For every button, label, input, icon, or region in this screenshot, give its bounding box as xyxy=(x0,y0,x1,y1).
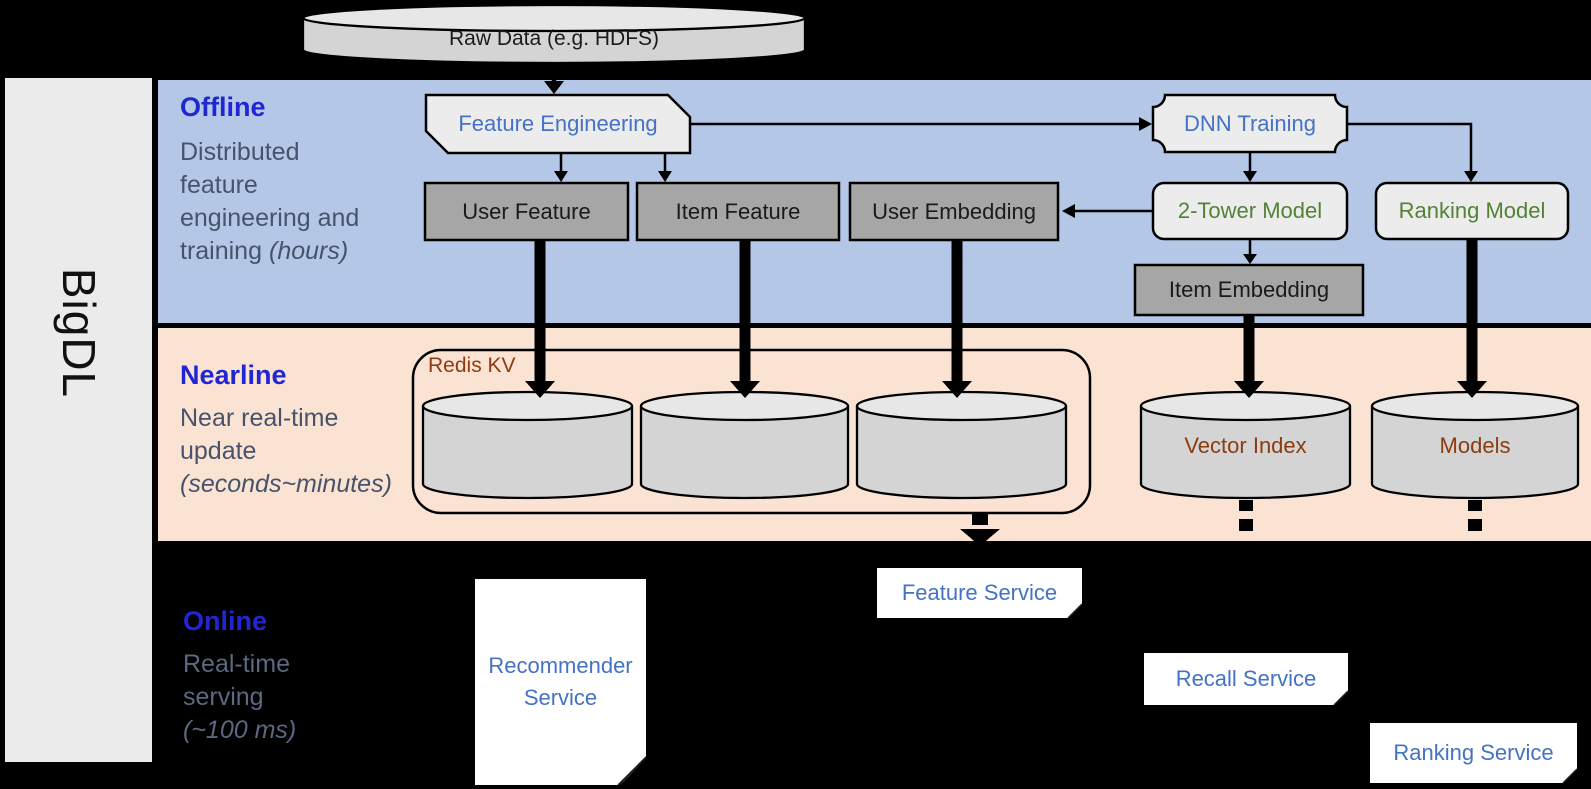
nearline-section-title: Nearline xyxy=(180,360,287,390)
redis-cylinder-1 xyxy=(421,390,634,500)
arrow-twotower-to-userembedding xyxy=(1062,204,1152,218)
online-section-desc: Real-time serving (~100 ms) xyxy=(183,650,297,744)
dnn-training-label: DNN Training xyxy=(1183,110,1317,136)
arrow-rawdata-to-fe xyxy=(544,62,564,94)
ranking-model-label: Ranking Model xyxy=(1398,198,1546,223)
user-embedding-shape xyxy=(848,181,1060,242)
recall-service-shape xyxy=(1144,653,1349,706)
user-feature-shape xyxy=(423,181,630,242)
models-label: Models xyxy=(1439,433,1511,458)
arrow-twotower-to-itemembedding xyxy=(1243,240,1257,264)
raw-data-label: Raw Data (e.g. HDFS) xyxy=(448,27,660,50)
redis-cylinder-2 xyxy=(639,390,850,500)
ranking-service-label: Ranking Service xyxy=(1393,740,1554,765)
arrow-fe-to-itemfeature xyxy=(658,154,672,182)
models-cylinder xyxy=(1370,390,1580,500)
redis-kv-label: Redis KV xyxy=(428,354,516,377)
item-embedding-shape xyxy=(1133,263,1365,317)
arrow-fe-to-userfeature xyxy=(554,154,568,182)
dnn-training-shape xyxy=(1151,93,1349,154)
offline-section-desc: Distributed feature engineering and trai… xyxy=(180,138,360,265)
recommender-service-label: Recommender Service xyxy=(488,653,633,710)
user-feature-label: User Feature xyxy=(462,198,591,224)
feature-engineering-label: Feature Engineering xyxy=(458,111,658,136)
recall-service-label: Recall Service xyxy=(1175,666,1317,691)
ranking-model-shape xyxy=(1374,181,1570,241)
arrow-itemembedding-to-vectorindex xyxy=(1234,316,1264,398)
dashed-line-vectorindex-down xyxy=(1239,500,1253,531)
user-embedding-label: User Embedding xyxy=(872,198,1036,224)
vector-index-label: Vector Index xyxy=(1184,433,1307,458)
feature-service-shape xyxy=(877,568,1083,619)
redis-cylinder-3 xyxy=(855,390,1068,500)
vector-index-cylinder xyxy=(1139,390,1352,500)
nearline-section-desc: Near real-time update (seconds~minutes) xyxy=(180,404,392,498)
arrow-userembedding-to-redis xyxy=(942,241,972,398)
arrow-fe-to-dnn xyxy=(690,117,1152,131)
item-embedding-label: Item Embedding xyxy=(1168,277,1330,302)
item-feature-shape xyxy=(635,181,841,242)
dashed-line-models-down xyxy=(1468,500,1482,531)
recommender-service-shape xyxy=(475,579,647,786)
ranking-service-shape xyxy=(1370,723,1578,784)
bigdl-sidebar xyxy=(5,78,152,762)
dashed-arrow-redis-to-featureservice xyxy=(960,514,1000,546)
feature-engineering-shape xyxy=(424,93,692,155)
two-tower-model-label: 2-Tower Model xyxy=(1177,198,1323,223)
arrow-dnn-to-rankingmodel xyxy=(1347,122,1478,182)
feature-service-label: Feature Service xyxy=(901,580,1058,605)
two-tower-model-shape xyxy=(1151,181,1349,241)
arrow-dnn-to-twotower xyxy=(1243,153,1257,182)
item-feature-label: Item Feature xyxy=(675,198,801,224)
arrow-rankingmodel-to-models xyxy=(1457,240,1487,398)
offline-section-title: Offline xyxy=(180,92,266,122)
online-section-title: Online xyxy=(183,606,268,636)
arrow-itemfeature-to-redis xyxy=(730,241,760,398)
arrow-userfeature-to-redis xyxy=(525,241,555,398)
redis-kv-container xyxy=(411,348,1092,515)
